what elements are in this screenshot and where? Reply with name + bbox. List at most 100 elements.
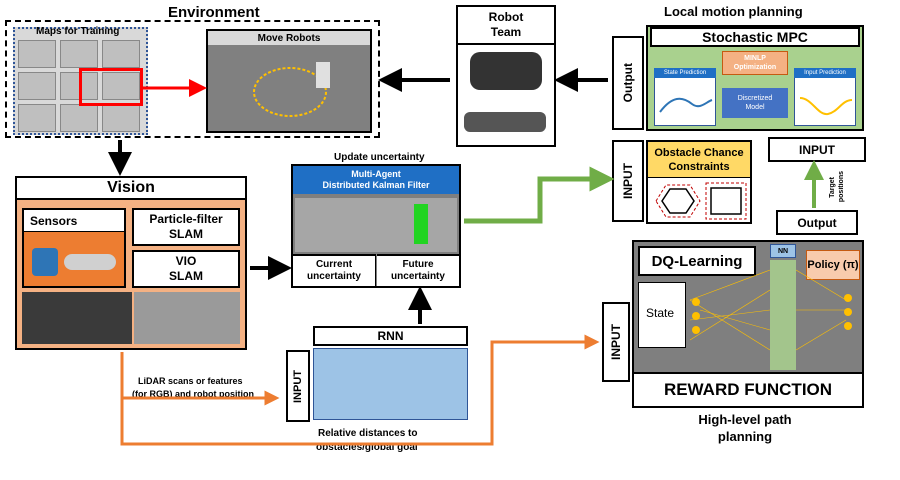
obstacle-line1: Obstacle Chance <box>654 146 744 159</box>
lidar-sensor <box>32 248 58 276</box>
highlevel-input-label: INPUT <box>602 302 630 382</box>
obstacle-constraints-title: Obstacle Chance Constraints <box>648 142 750 178</box>
relative-label-line2: obstacles/global goal <box>316 442 418 453</box>
nn-nodes <box>692 294 852 334</box>
vision-render-image <box>22 292 132 344</box>
input-prediction-label: Input Prediction <box>804 70 846 76</box>
rect-obstacle-icon <box>710 187 742 215</box>
pf-slam-line2: SLAM <box>169 227 203 241</box>
vision-pointcloud-image <box>134 292 240 344</box>
highlevel-caption: High-level path planning <box>660 410 830 446</box>
policy-output-box: Output <box>776 210 858 235</box>
nn-label: NN <box>777 247 789 255</box>
rnn-input-label: INPUT <box>286 350 310 422</box>
robot-path <box>253 67 327 117</box>
mpc-title: Stochastic MPC <box>702 29 808 45</box>
map-tile <box>102 72 140 100</box>
current-line2: uncertainty <box>307 271 361 282</box>
move-robots-header: Move Robots <box>208 31 370 45</box>
policy-title: Policy (π) <box>807 259 859 271</box>
sensors-title-box: Sensors <box>24 210 124 232</box>
minlp-box: MINLP Optimization <box>722 51 788 75</box>
state-prediction-header: State Prediction <box>654 68 716 78</box>
state-prediction-curve <box>659 97 713 113</box>
state-label: State <box>646 306 675 320</box>
future-line2: uncertainty <box>391 271 445 282</box>
kalman-header: Multi-Agent Distributed Kalman Filter <box>293 166 459 194</box>
policy-box: Policy (π) <box>806 250 860 280</box>
current-line1: Current <box>315 259 353 270</box>
input-prediction-header: Input Prediction <box>794 68 856 78</box>
kalman-header-line1: Multi-Agent <box>351 169 401 179</box>
vio-slam-line2: SLAM <box>169 269 203 283</box>
camera-sensor <box>64 254 116 270</box>
kalman-header-line2: Distributed Kalman Filter <box>322 180 430 190</box>
vision-title: Vision <box>107 179 155 196</box>
mpc-output-label: Output <box>612 36 644 130</box>
input-prediction-curve <box>799 97 853 116</box>
robot-team-line1: Robot <box>488 10 524 24</box>
future-uncertainty-box: Future uncertainty <box>377 254 459 286</box>
robot-team-title: Robot Team <box>456 7 556 45</box>
target-input-text: INPUT <box>799 142 835 157</box>
ground-robot <box>470 52 542 90</box>
vision-to-rnn-arrow <box>120 352 280 406</box>
nn-box: NN <box>770 244 796 258</box>
vision-to-highlevel-arrow <box>120 334 600 446</box>
highlevel-caption-line1: High-level path <box>698 412 792 427</box>
state-grid <box>638 282 686 348</box>
minlp-line2: Optimization <box>733 64 777 71</box>
rnn-diagram <box>313 348 468 420</box>
map-tile <box>60 40 98 68</box>
lidar-label-line1: LiDAR scans or features <box>138 376 243 386</box>
kalman-to-obstacle-arrow <box>464 166 615 224</box>
pf-slam-box: Particle-filter SLAM <box>132 208 240 246</box>
hexagon-margin-icon <box>655 184 701 218</box>
kalman-scene <box>295 198 457 252</box>
map-tile <box>18 72 56 100</box>
policy-output-text: Output <box>797 215 837 230</box>
robot-team-line2: Team <box>490 25 522 39</box>
local-planning-title: Local motion planning <box>664 4 803 19</box>
rnn-title-box: RNN <box>313 326 468 346</box>
state-prediction-label: State Prediction <box>663 70 707 76</box>
future-line1: Future <box>402 259 434 270</box>
relative-label-line1: Relative distances to <box>318 428 418 439</box>
obstacle-line2: Constraints <box>668 160 730 173</box>
dq-learning-box: DQ-Learning <box>638 246 756 276</box>
sensors-title: Sensors <box>30 213 78 228</box>
mpc-title-box: Stochastic MPC <box>650 27 860 47</box>
discretized-line2: Model <box>745 104 765 111</box>
dq-learning-title: DQ-Learning <box>651 252 743 270</box>
obstacle-cylinder <box>316 62 330 88</box>
move-robots-title: Move Robots <box>257 32 321 44</box>
map-tile <box>102 40 140 68</box>
current-uncertainty-box: Current uncertainty <box>293 254 376 286</box>
move-robots-panel <box>206 29 372 133</box>
neural-network-graphic <box>689 269 847 351</box>
drone <box>464 112 546 132</box>
rect-margin-icon <box>705 182 747 220</box>
vision-title-box: Vision <box>17 178 245 200</box>
vio-slam-line1: VIO <box>175 254 197 268</box>
lidar-label-line2: (for RGB) and robot position <box>132 389 254 399</box>
discretized-line1: Discretized <box>737 95 773 102</box>
environment-title: Environment <box>168 4 260 21</box>
discretized-model-box: Discretized Model <box>722 88 788 118</box>
minlp-line1: MINLP <box>744 55 766 62</box>
hexagon-obstacle-icon <box>661 188 695 214</box>
map-tile <box>102 104 140 132</box>
reward-function-title: REWARD FUNCTION <box>663 380 833 399</box>
selected-map-highlight <box>79 68 143 106</box>
uncertainty-marker-icon <box>414 204 428 244</box>
update-uncertainty-label: Update uncertainty <box>334 152 425 163</box>
nn-core <box>770 260 796 370</box>
maps-title: Maps for Training <box>36 26 120 37</box>
map-tile <box>18 104 56 132</box>
rnn-title: RNN <box>377 329 404 343</box>
map-tile <box>18 40 56 68</box>
reward-function-box: REWARD FUNCTION <box>634 372 862 406</box>
vio-slam-box: VIO SLAM <box>132 250 240 288</box>
highlevel-caption-line2: planning <box>717 429 773 444</box>
